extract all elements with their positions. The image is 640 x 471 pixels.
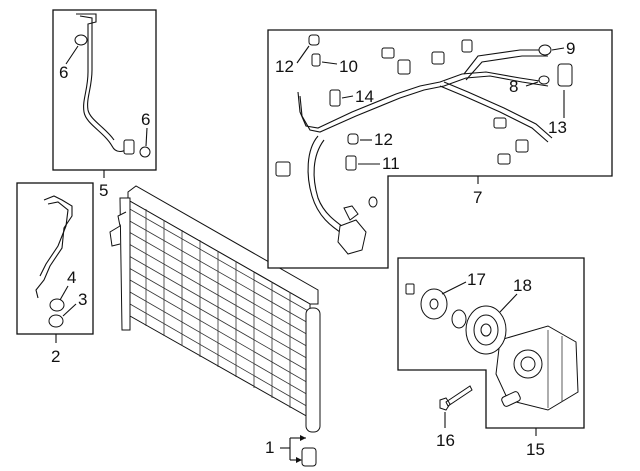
o-ring-lower[interactable] [139, 146, 151, 158]
callout-5: 5 [99, 181, 108, 200]
callout-9: 9 [566, 39, 575, 58]
callout-6-upper: 6 [59, 63, 68, 82]
hub-bolt[interactable] [405, 283, 415, 295]
callout-6-lower: 6 [141, 110, 150, 129]
o-ring-4[interactable] [49, 298, 65, 312]
o-ring-8[interactable] [538, 75, 550, 85]
callout-3: 3 [78, 290, 87, 309]
callout-16: 16 [436, 431, 455, 450]
pressure-sensor-14[interactable] [329, 89, 341, 107]
callout-15: 15 [526, 440, 545, 459]
callout-2: 2 [51, 347, 60, 366]
callout-1-group: 1 [265, 435, 317, 467]
snap-ring[interactable] [451, 309, 467, 329]
callout-11: 11 [382, 154, 400, 173]
valve-cap-12a[interactable] [308, 34, 320, 46]
discharge-hose[interactable] [76, 13, 133, 153]
callout-12-lower: 12 [374, 130, 393, 149]
compressor[interactable] [495, 325, 579, 411]
callout-18: 18 [513, 276, 532, 295]
compressor-group: 17 18 15 [397, 257, 585, 459]
receiver-drier[interactable] [305, 307, 321, 433]
callout-1: 1 [265, 438, 274, 457]
valve-cap-12b[interactable] [347, 133, 359, 145]
condenser[interactable] [109, 185, 321, 433]
liquid-line-group: 4 3 2 [16, 182, 94, 366]
o-ring-9[interactable] [538, 44, 552, 56]
liquid-line[interactable] [35, 195, 73, 299]
discharge-hose-group: 6 6 5 [52, 9, 157, 200]
callout-8: 8 [509, 77, 518, 96]
compressor-bolt-group: 16 [436, 385, 473, 450]
suction-hose[interactable] [297, 71, 547, 129]
valve-core-10[interactable] [311, 53, 321, 67]
discharge-line[interactable] [307, 135, 347, 237]
callout-12-upper: 12 [275, 57, 294, 76]
callout-10: 10 [339, 57, 358, 76]
clutch-hub[interactable] [420, 288, 448, 320]
callout-14: 14 [355, 87, 374, 106]
discharge-hose-box [52, 9, 157, 171]
compressor-bolt[interactable] [439, 385, 473, 411]
drier-cap[interactable] [301, 447, 317, 467]
o-ring-3[interactable] [48, 314, 64, 328]
callout-13: 13 [548, 118, 567, 137]
callout-4: 4 [67, 268, 76, 287]
o-ring-upper[interactable] [74, 34, 88, 46]
condenser-fins [127, 207, 311, 409]
callout-17: 17 [467, 270, 486, 289]
valve-core-11[interactable] [345, 155, 357, 171]
sensor-13[interactable] [557, 63, 573, 87]
hose-assembly-group: 12 10 14 12 11 9 8 13 7 [267, 29, 613, 269]
callout-7: 7 [473, 188, 482, 207]
clutch-pulley[interactable] [465, 305, 507, 355]
